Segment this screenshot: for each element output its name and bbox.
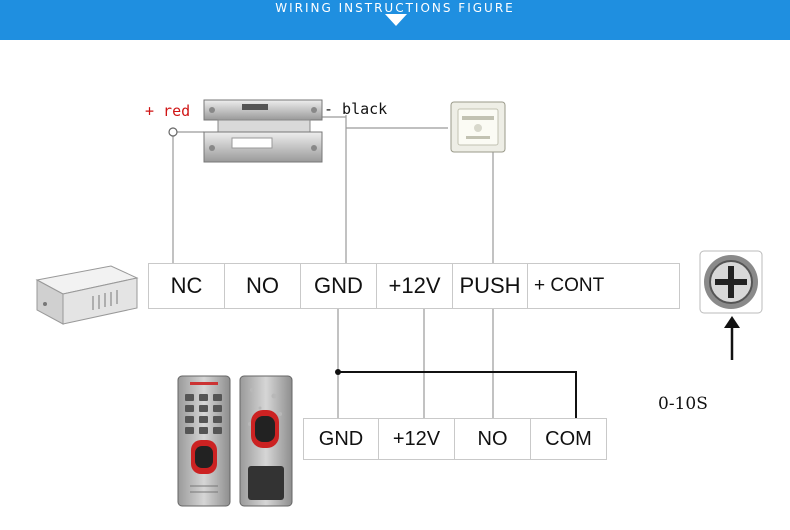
- reader-terminal-12v: +12V: [379, 418, 455, 460]
- red-wire-label: + red: [145, 102, 191, 120]
- terminal-push: PUSH: [453, 263, 528, 309]
- power-supply-box-icon: [35, 265, 139, 325]
- terminal-nc: NC: [148, 263, 225, 309]
- diagram-title: WIRING INSTRUCTIONS FIGURE: [275, 1, 515, 15]
- terminal-control: + CONTROL -: [528, 263, 654, 309]
- fingerprint-keypad-reader-icon: [177, 375, 231, 507]
- junction-dot: [335, 369, 341, 375]
- terminal-gnd: GND: [301, 263, 377, 309]
- banner-arrow-icon: [385, 14, 407, 26]
- red-wire-terminal: [168, 127, 178, 137]
- terminal-no: NO: [225, 263, 301, 309]
- up-arrow-icon: [724, 316, 740, 328]
- delay-range-label: 0-10S: [658, 394, 708, 414]
- black-wire-label: - black: [324, 100, 388, 118]
- reader-terminal-no: NO: [455, 418, 531, 460]
- reader-terminal-com: COM: [531, 418, 607, 460]
- electric-bolt-lock-icon: [203, 99, 323, 163]
- exit-push-button-icon: [450, 101, 506, 153]
- terminal-12v: +12V: [377, 263, 453, 309]
- delay-adjust-knob-icon: [699, 250, 763, 314]
- wire-com-jumper: [338, 371, 577, 418]
- terminal-spare: [604, 263, 680, 309]
- reader-terminal-gnd: GND: [303, 418, 379, 460]
- fingerprint-reader-icon: [239, 375, 293, 507]
